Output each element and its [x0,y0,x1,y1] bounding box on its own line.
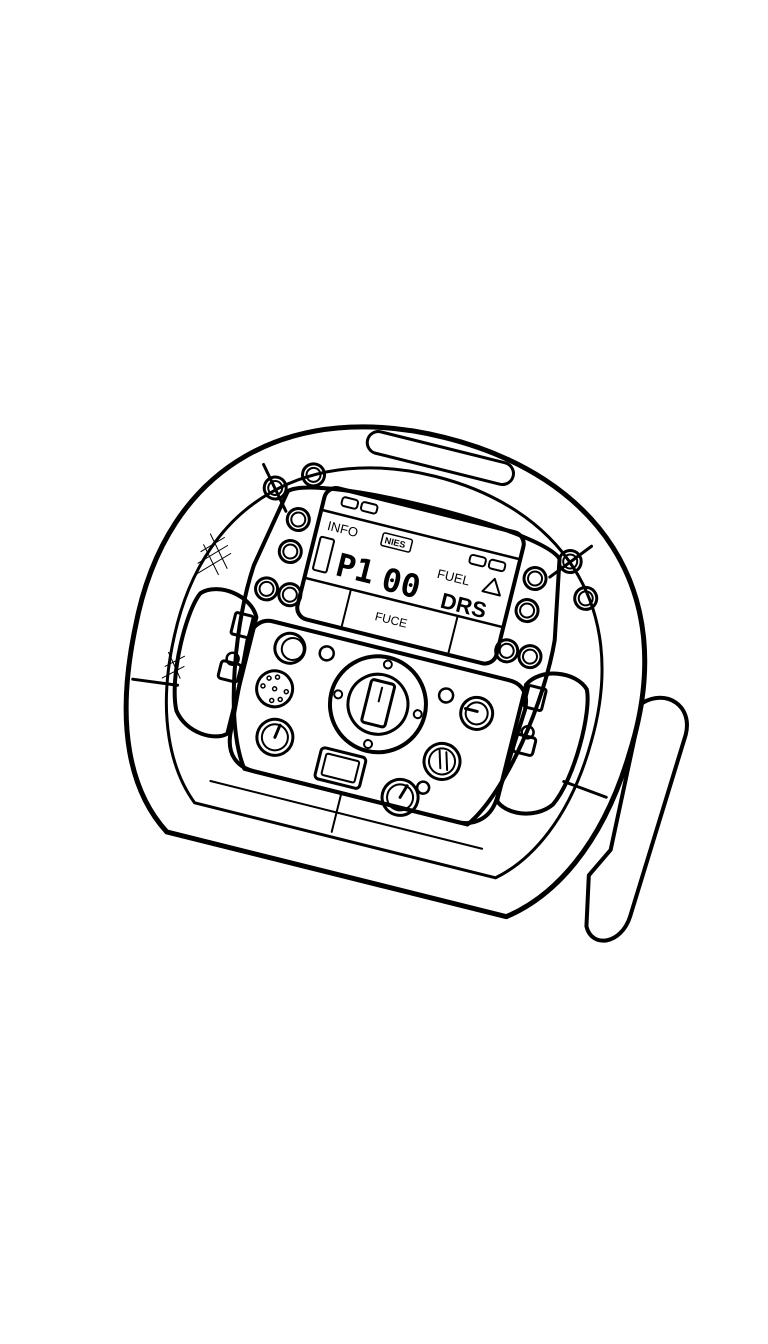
right-grip [495,671,590,816]
display-position-digits: 00 [378,560,425,606]
display-label-fuel: FUEL [436,566,472,589]
display-label-info: INFO [326,518,360,540]
right-button-column [494,566,548,670]
shift-light-bar [365,430,515,487]
rectangular-button [313,746,368,790]
knob-bottom-right [380,777,420,817]
triangle-icon [481,577,501,597]
left-button-column [254,506,311,608]
knob-top-left [273,631,307,665]
grip-texture-left [161,533,232,679]
left-grip [172,587,259,739]
center-rotary-dial [327,654,428,755]
left-toggles [216,611,255,684]
wheel-rim-inner [164,466,604,880]
display-label-bottom: FUCE [374,609,409,630]
lcd-display: INFO NIES FUEL P1 00 DRS FUCE [295,486,526,666]
right-toggles [511,684,548,757]
wheel-rim-outer [123,424,648,920]
speaker-grille [255,669,295,709]
display-drs: DRS [438,588,489,623]
display-position-prefix: P1 [332,546,379,592]
knob-right-lower [422,741,462,781]
knob-right [459,695,495,731]
wheel-center-body [231,485,562,827]
display-badge: NIES [384,535,407,550]
thermometer-icon [312,535,336,574]
knob-bottom-left [255,717,295,757]
shift-paddle-right[interactable] [574,691,693,949]
